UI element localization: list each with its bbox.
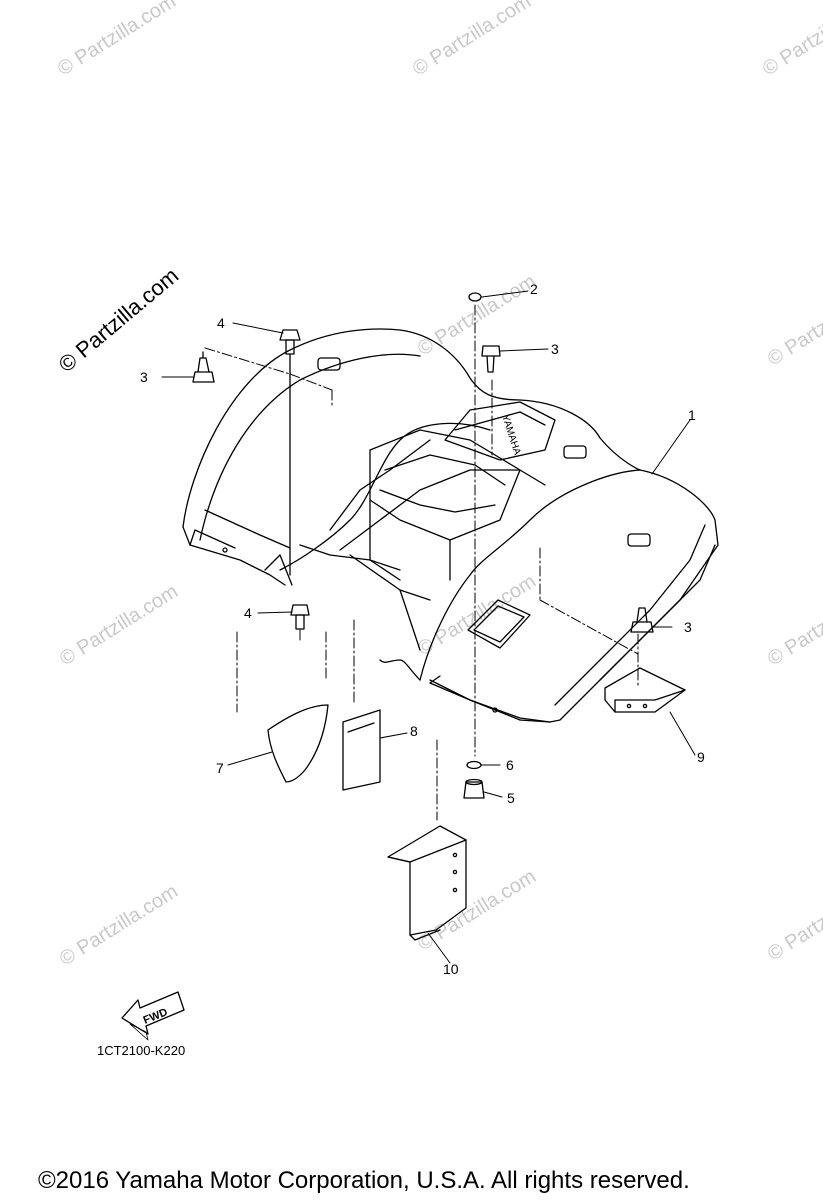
fwd-arrow-icon xyxy=(121,991,185,1041)
guard-part-10 xyxy=(387,825,467,941)
callout-8: 8 xyxy=(410,723,418,739)
callout-7: 7 xyxy=(216,760,224,776)
nut-part-5 xyxy=(463,778,485,799)
diagram-code: 1CT2100-K220 xyxy=(97,1043,186,1058)
guard-part-8 xyxy=(342,709,381,791)
callout-1: 1 xyxy=(688,407,696,423)
bolt-part-4 xyxy=(290,604,310,630)
callout-10: 10 xyxy=(443,961,459,977)
screw-part-3 xyxy=(192,351,215,383)
washer-part-6 xyxy=(466,760,482,770)
callout-6: 6 xyxy=(506,757,514,773)
callout-3: 3 xyxy=(551,341,559,357)
mudflap-part-7 xyxy=(267,704,329,783)
yamaha-badge-text: YAMAHA xyxy=(499,414,522,457)
bolt-part-4 xyxy=(279,329,301,576)
fwd-label: FWD xyxy=(142,1006,170,1027)
screw-part-3 xyxy=(481,345,501,373)
rear-fender-part-1 xyxy=(182,328,719,723)
callout-3: 3 xyxy=(140,369,148,385)
callout-2: 2 xyxy=(530,281,538,297)
callout-5: 5 xyxy=(507,790,515,806)
copyright-notice: ©2016 Yamaha Motor Corporation, U.S.A. A… xyxy=(38,1167,690,1194)
clip-part-2 xyxy=(468,292,482,302)
callout-4: 4 xyxy=(217,315,225,331)
guard-part-9 xyxy=(604,667,686,713)
callout-4: 4 xyxy=(244,605,252,621)
screw-part-3 xyxy=(630,607,654,633)
callout-9: 9 xyxy=(697,749,705,765)
callout-3: 3 xyxy=(684,619,692,635)
